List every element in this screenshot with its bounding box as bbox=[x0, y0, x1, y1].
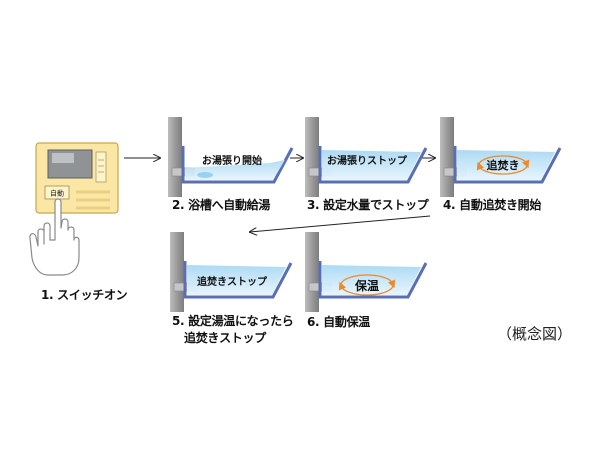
step-5-label-line2: 追焚きストップ bbox=[184, 331, 266, 345]
tub-text: 追焚きストップ bbox=[197, 275, 268, 288]
pipe bbox=[305, 232, 319, 312]
control-panel: 自動 bbox=[35, 142, 119, 214]
tub-text: お湯張りストップ bbox=[327, 154, 408, 167]
tub-step-4: 追焚き bbox=[440, 117, 562, 197]
pipe bbox=[305, 117, 319, 197]
step-3-label: 3. 設定水量でストップ bbox=[307, 198, 429, 212]
tub-step-5: 追焚きストップ bbox=[170, 232, 293, 312]
step-2-label: 2. 浴槽へ自動給湯 bbox=[172, 198, 271, 212]
tub-text: 保温 bbox=[354, 278, 379, 293]
pipe bbox=[440, 117, 454, 197]
step-6-label: 6. 自動保温 bbox=[307, 315, 370, 329]
auto-button-label: 自動 bbox=[50, 189, 64, 198]
hand-pointer-icon bbox=[29, 198, 80, 276]
step-5-label: 5. 設定湯温になったら 追焚きストップ bbox=[172, 313, 294, 347]
pipe bbox=[168, 117, 182, 197]
tub-step-3: お湯張りストップ bbox=[305, 117, 428, 197]
tub-step-2: お湯張り開始 bbox=[168, 117, 294, 197]
tub-step-6: 保温 bbox=[305, 232, 428, 312]
concept-note: （概念図） bbox=[497, 325, 573, 343]
flow-arrow-return bbox=[250, 215, 431, 232]
tub-text: 追焚き bbox=[487, 158, 520, 172]
tub-text: お湯張り開始 bbox=[202, 154, 262, 167]
step-5-label-line1: 5. 設定湯温になったら bbox=[172, 314, 294, 328]
step-1-label: 1. スイッチオン bbox=[41, 288, 128, 302]
step-4-label: 4. 自動追焚き開始 bbox=[443, 198, 542, 212]
pipe bbox=[170, 232, 184, 312]
